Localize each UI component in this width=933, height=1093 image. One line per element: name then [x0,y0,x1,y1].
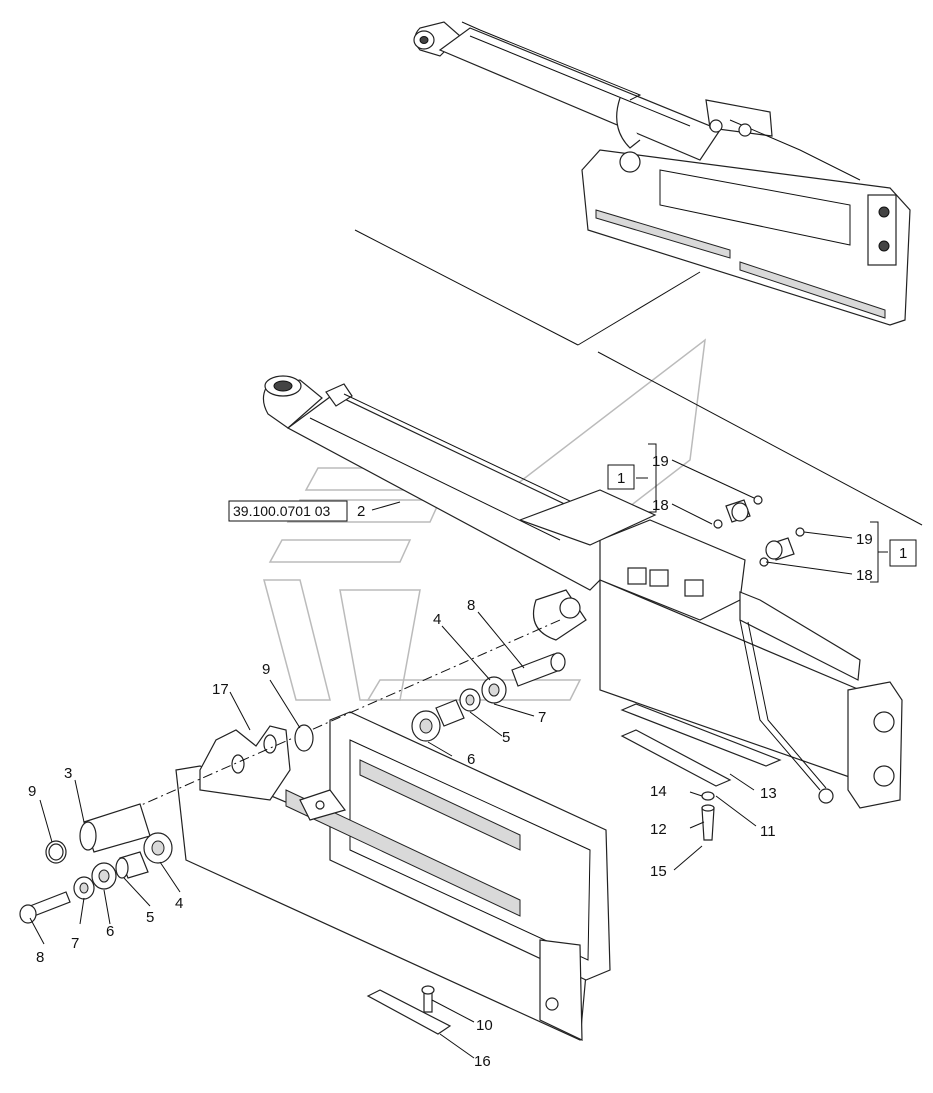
pin-axis-line [129,619,561,811]
view-link-lines [354,229,923,526]
callout-2: 2 [357,503,365,520]
callout-4-upper: 4 [433,611,441,628]
callout-18-upper: 18 [652,497,669,514]
wear-strips-and-screws [366,703,782,1035]
left-pin-parts [19,803,173,924]
callout-7-upper: 7 [538,709,546,726]
callout-14: 14 [650,783,667,800]
callout-9-upper: 9 [262,661,270,678]
callout-17: 17 [212,681,229,698]
callout-12: 12 [650,821,667,838]
reference-label: 39.100.0701 03 [233,503,331,519]
callout-18-lower: 18 [856,567,873,584]
callout-numbers: 2 3 4 4 5 5 6 6 7 7 8 8 9 9 10 11 12 13 … [28,453,873,1070]
callout-16: 16 [474,1053,491,1070]
callout-7-lower: 7 [71,935,79,952]
callout-11: 11 [760,823,776,840]
callout-15: 15 [650,863,667,880]
callout-10: 10 [476,1017,493,1034]
callout-19-lower: 19 [856,531,873,548]
callout-6-lower: 6 [106,923,114,940]
callout-5-lower: 5 [146,909,154,926]
main-cylinder [262,375,903,809]
callout-4-lower: 4 [175,895,183,912]
boxed-callout-1-upper: 1 [617,470,625,487]
boxed-callouts: 1 1 [607,464,917,567]
callout-5-upper: 5 [502,729,510,746]
mounting-bracket [175,711,611,1041]
callout-6-upper: 6 [467,751,475,768]
callout-3: 3 [64,765,72,782]
callout-8-upper: 8 [467,597,475,614]
callout-13: 13 [760,785,777,802]
right-pin-parts [294,652,566,752]
callout-8-lower: 8 [36,949,44,966]
reference-box: 39.100.0701 03 [228,500,348,522]
callout-leaders [29,443,888,1059]
boxed-callout-1-lower: 1 [899,545,907,562]
callout-19-upper: 19 [652,453,669,470]
callout-9-lower: 9 [28,783,36,800]
hydraulic-fittings [713,495,805,567]
top-cylinder-assembly [413,21,911,326]
